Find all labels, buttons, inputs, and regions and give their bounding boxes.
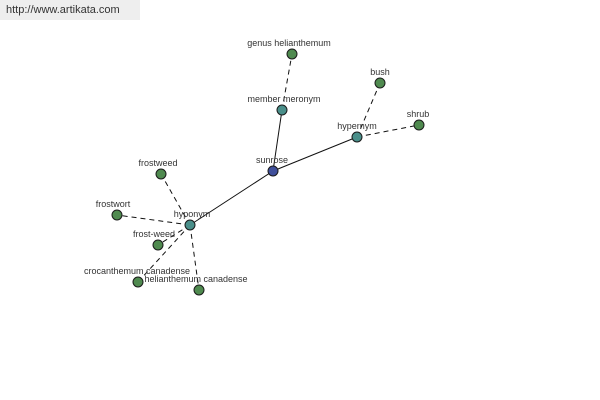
- node-label-hypernym: hypernym: [337, 121, 377, 131]
- node-genus-helianthemum[interactable]: [286, 48, 298, 60]
- node-label-frostweed: frostweed: [138, 158, 177, 168]
- node-label-sunrose: sunrose: [256, 155, 288, 165]
- node-crocanthemum-canadense[interactable]: [132, 276, 144, 288]
- node-label-helianthemum-canadense: helianthemum canadense: [144, 274, 247, 284]
- node-frost-weed[interactable]: [152, 239, 164, 251]
- node-label-frostwort: frostwort: [96, 199, 131, 209]
- node-frostwort[interactable]: [111, 209, 123, 221]
- edge-sunrose-to-hyponym: [189, 170, 274, 226]
- node-label-bush: bush: [370, 67, 390, 77]
- node-helianthemum-canadense[interactable]: [193, 284, 205, 296]
- edge-hyponym-to-frost-weed: [157, 224, 191, 246]
- node-label-frost-weed: frost-weed: [133, 229, 175, 239]
- labels-layer: sunrose member meronym hypernym hyponym genu…: [84, 38, 429, 284]
- node-frostweed[interactable]: [155, 168, 167, 180]
- edges-layer: [116, 53, 420, 291]
- node-shrub[interactable]: [413, 119, 425, 131]
- watermark-url: http://www.artikata.com: [0, 0, 140, 20]
- node-sunrose[interactable]: [267, 165, 279, 177]
- edge-hyponym-to-frostwort: [116, 214, 191, 226]
- node-hypernym[interactable]: [351, 131, 363, 143]
- node-hyponym[interactable]: [184, 219, 196, 231]
- edge-hyponym-to-helianthemum-canadense: [189, 224, 200, 291]
- node-label-genus-helianthemum: genus helianthemum: [247, 38, 331, 48]
- edge-sunrose-to-member-meronym: [272, 109, 283, 172]
- edge-hypernym-to-shrub: [356, 124, 420, 138]
- edge-hyponym-to-frostweed: [160, 173, 191, 226]
- edge-hyponym-to-crocanthemum-canadense: [137, 224, 191, 283]
- edge-sunrose-to-hypernym: [272, 136, 358, 172]
- node-label-crocanthemum-canadense: crocanthemum canadense: [84, 266, 190, 276]
- node-member-meronym[interactable]: [276, 104, 288, 116]
- node-label-shrub: shrub: [407, 109, 430, 119]
- node-label-hyponym: hyponym: [174, 209, 211, 219]
- node-bush[interactable]: [374, 77, 386, 89]
- edge-hypernym-to-bush: [356, 82, 381, 138]
- edge-member-meronym-to-genus-helianthemum: [281, 53, 293, 111]
- node-label-member-meronym: member meronym: [247, 94, 320, 104]
- nodes-layer: [111, 48, 425, 296]
